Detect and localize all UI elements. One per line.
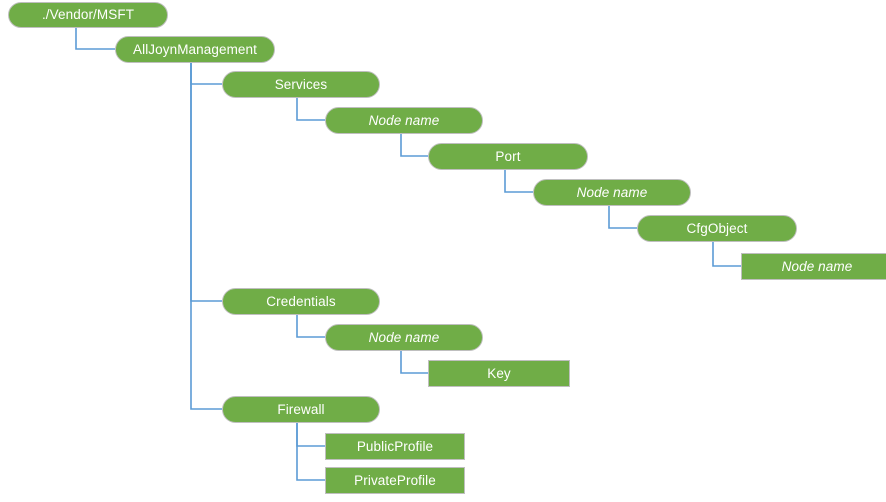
connector-svc-nodename-to-port — [400, 134, 428, 157]
tree-node-privateprofile[interactable]: PrivateProfile — [325, 467, 465, 494]
connector-firewall-to-publicprofile — [296, 423, 325, 447]
tree-node-cfgobject[interactable]: CfgObject — [637, 215, 797, 242]
tree-node-label: PublicProfile — [356, 438, 434, 454]
connector-alljoynmgmt-to-firewall — [190, 63, 222, 410]
tree-node-label: Node name — [576, 184, 648, 200]
tree-node-label: Node name — [368, 112, 440, 128]
tree-node-firewall[interactable]: Firewall — [222, 396, 380, 423]
connector-firewall-to-privateprofile — [296, 423, 325, 481]
tree-node-publicprofile[interactable]: PublicProfile — [325, 433, 465, 460]
connector-services-to-svc-nodename — [296, 98, 325, 121]
connector-cred-nodename-to-key — [400, 351, 428, 374]
connector-alljoynmgmt-to-credentials — [190, 63, 222, 302]
tree-node-vendor[interactable]: ./Vendor/MSFT — [8, 2, 168, 28]
tree-node-label: CfgObject — [686, 220, 748, 236]
tree-node-label: AllJoynManagement — [132, 41, 258, 57]
connector-alljoynmgmt-to-services — [190, 63, 222, 85]
tree-node-cred-nodename[interactable]: Node name — [325, 324, 483, 351]
tree-node-label: Credentials — [266, 293, 336, 309]
tree-node-svc-nodename[interactable]: Node name — [325, 107, 483, 134]
tree-node-alljoynmgmt[interactable]: AllJoynManagement — [115, 36, 275, 63]
tree-node-key[interactable]: Key — [428, 360, 570, 387]
connector-port-nodename-to-cfgobject — [608, 206, 637, 229]
connector-credentials-to-cred-nodename — [296, 315, 325, 338]
tree-node-label: Firewall — [277, 401, 325, 417]
tree-node-label: Services — [274, 76, 328, 92]
tree-node-services[interactable]: Services — [222, 71, 380, 98]
connector-cfgobject-to-cfg-nodename — [712, 242, 741, 267]
tree-node-label: ./Vendor/MSFT — [41, 7, 135, 23]
tree-node-label: Port — [495, 148, 521, 164]
tree-node-label: Node name — [368, 329, 440, 345]
tree-node-label: Node name — [781, 258, 853, 274]
tree-node-cfg-nodename[interactable]: Node name — [741, 253, 886, 280]
connector-port-to-port-nodename — [504, 170, 533, 193]
tree-node-label: Key — [487, 365, 511, 381]
tree-node-credentials[interactable]: Credentials — [222, 288, 380, 315]
tree-node-port[interactable]: Port — [428, 143, 588, 170]
tree-node-port-nodename[interactable]: Node name — [533, 179, 691, 206]
connector-vendor-to-alljoynmgmt — [75, 28, 115, 50]
tree-node-label: PrivateProfile — [354, 472, 436, 488]
